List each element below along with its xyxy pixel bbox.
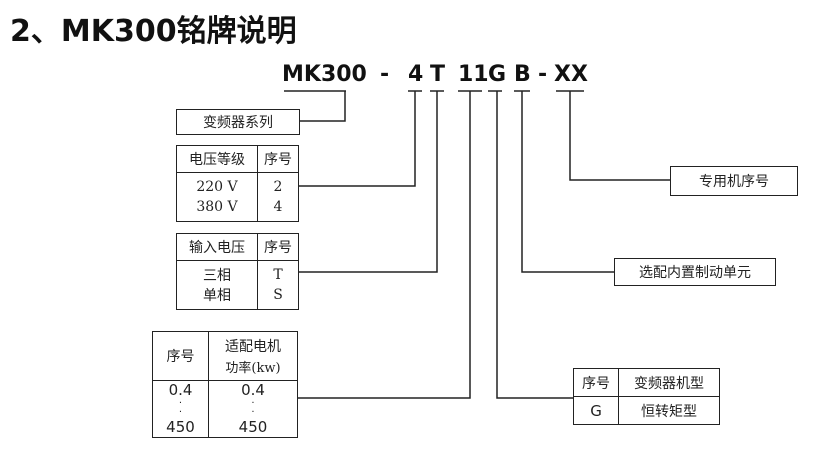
line-brake [521, 91, 614, 273]
power-kw-dot: · [251, 398, 255, 409]
line-special [569, 91, 670, 181]
power-code-first: 0.4 [168, 381, 193, 399]
line-power [298, 91, 471, 399]
input-table: 输入电压 序号 三相 单相 T S [176, 233, 299, 310]
power-kw-first: 0.4 [241, 381, 265, 399]
type-model: 恒转矩型 [641, 403, 697, 420]
code-dash-2: - [538, 62, 548, 87]
power-code-dot: · [178, 407, 183, 418]
code-voltage: 4 [408, 62, 424, 87]
code-brake: B [514, 62, 531, 87]
voltage-code: 4 [273, 199, 283, 215]
voltage-table: 电压等级 序号 220 V 380 V 2 4 [176, 145, 299, 222]
code-dash-1: - [380, 62, 390, 87]
brake-box: 选配内置制动单元 [614, 258, 776, 286]
line-series [300, 91, 346, 122]
voltage-header-level: 电压等级 [189, 152, 245, 168]
line-type [496, 91, 573, 399]
code-special: XX [554, 62, 588, 87]
series-box: 变频器系列 [176, 109, 300, 135]
voltage-value: 380 V [196, 199, 238, 215]
voltage-code: 2 [273, 179, 283, 195]
type-code: G [590, 401, 602, 420]
type-header-code: 序号 [582, 375, 610, 392]
power-header-kw: 功率(kw) [225, 360, 281, 376]
power-header-code: 序号 [166, 349, 195, 365]
input-code: T [273, 267, 283, 283]
line-voltage [298, 91, 416, 187]
code-type: G [488, 62, 507, 87]
input-phase: 三相 [203, 268, 231, 284]
input-phase: 单相 [203, 288, 231, 304]
input-header-code: 序号 [264, 240, 292, 256]
power-header-motor: 适配电机 [225, 339, 281, 355]
power-kw-dot: · [251, 407, 255, 418]
code-series: MK300 [282, 62, 367, 87]
power-table: 序号 适配电机 功率(kw) 0.4 · · 450 0.4 · · 450 [152, 331, 298, 438]
power-kw-last: 450 [238, 418, 268, 436]
code-power: 11 [458, 62, 489, 87]
type-header-model: 变频器机型 [634, 375, 704, 392]
voltage-header-code: 序号 [264, 152, 292, 168]
input-code: S [273, 287, 283, 303]
power-code-dot: · [178, 398, 183, 409]
power-code-last: 450 [166, 418, 195, 436]
page-title: 2、MK300铭牌说明 [10, 14, 297, 49]
special-box: 专用机序号 [670, 166, 798, 196]
input-header-voltage: 输入电压 [189, 240, 245, 256]
code-input: T [430, 62, 446, 87]
type-table: 序号 变频器机型 G 恒转矩型 [573, 368, 720, 425]
voltage-value: 220 V [196, 179, 238, 195]
line-input [298, 91, 438, 273]
